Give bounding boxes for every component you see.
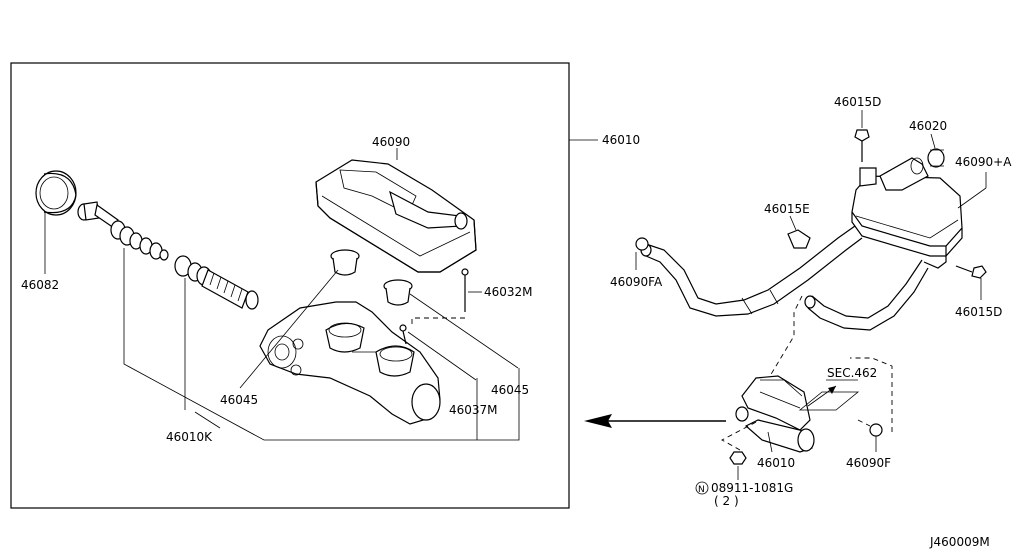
leader-46020 (930, 133, 936, 149)
sec462-parallelogram (798, 391, 860, 411)
label-46082: 46082 (21, 278, 59, 292)
label-46010-small: 46010 (757, 456, 795, 470)
dash-lower-hose (769, 295, 803, 377)
leader-46010-small (767, 431, 773, 453)
leader-46010K-c (194, 411, 221, 429)
arrowhead-sec462 (828, 386, 836, 394)
part-lower-hose (804, 259, 929, 331)
label-46090F: 46090F (846, 456, 891, 470)
label-sec462: SEC.462 (827, 366, 877, 380)
part-46045-grommet-right (383, 279, 413, 306)
dash-46090F-b (857, 419, 871, 427)
label-46015D-top: 46015D (834, 95, 881, 109)
nut-symbol-circle (695, 481, 709, 495)
label-46020: 46020 (909, 119, 947, 133)
dash-46090F (850, 357, 893, 432)
leader-46015E (789, 215, 797, 231)
label-46015E: 46015E (764, 202, 810, 216)
part-46037M-bolt (399, 324, 407, 345)
part-piston-rod (77, 201, 169, 261)
leader-46010K (123, 248, 520, 441)
label-46045-left: 46045 (220, 393, 258, 407)
label-46090FA: 46090FA (610, 275, 663, 289)
label-46090: 46090 (372, 135, 410, 149)
part-46045-grommet-left (330, 249, 360, 276)
label-46010-main: 46010 (602, 133, 640, 147)
part-46090FA-clamp (635, 237, 649, 251)
part-46015D-bottom-bolt (955, 265, 987, 279)
part-46015D-top-bolt (854, 129, 870, 162)
part-upper-hose (640, 225, 863, 317)
label-08911: 08911-1081G (711, 481, 793, 495)
pointer-arrow (584, 414, 726, 428)
part-46015E-clip (787, 229, 811, 249)
label-46037M: 46037M (449, 403, 498, 417)
leader-46045-left (239, 269, 339, 389)
part-small-master-cylinder (735, 375, 815, 453)
leader-46037M (407, 331, 477, 381)
leader-46090A (957, 187, 987, 209)
label-46032M: 46032M (484, 285, 533, 299)
label-46045-right: 46045 (491, 383, 529, 397)
part-46090F-clamp (869, 423, 883, 437)
label-46015D-bottom: 46015D (955, 305, 1002, 319)
part-46082-seal (35, 170, 77, 216)
part-08911-nut (729, 451, 747, 465)
label-46010K: 46010K (166, 430, 213, 444)
leader-46045-right (409, 293, 519, 369)
label-diagram-code: J460009M (929, 535, 990, 549)
part-master-cylinder-body (259, 301, 441, 425)
label-nut-symbol: N (698, 485, 705, 495)
part-46090A-reservoir (851, 157, 963, 269)
part-secondary-piston (174, 255, 259, 310)
part-46020-cap (927, 148, 945, 168)
dash-46032M (411, 317, 465, 326)
detail-frame (10, 62, 570, 509)
label-46090A: 46090+A (955, 155, 1012, 169)
label-qty: ( 2 ) (714, 494, 739, 508)
part-46090-reservoir (315, 159, 477, 273)
dash-08911 (721, 419, 761, 451)
part-46032M-pin (461, 268, 469, 312)
